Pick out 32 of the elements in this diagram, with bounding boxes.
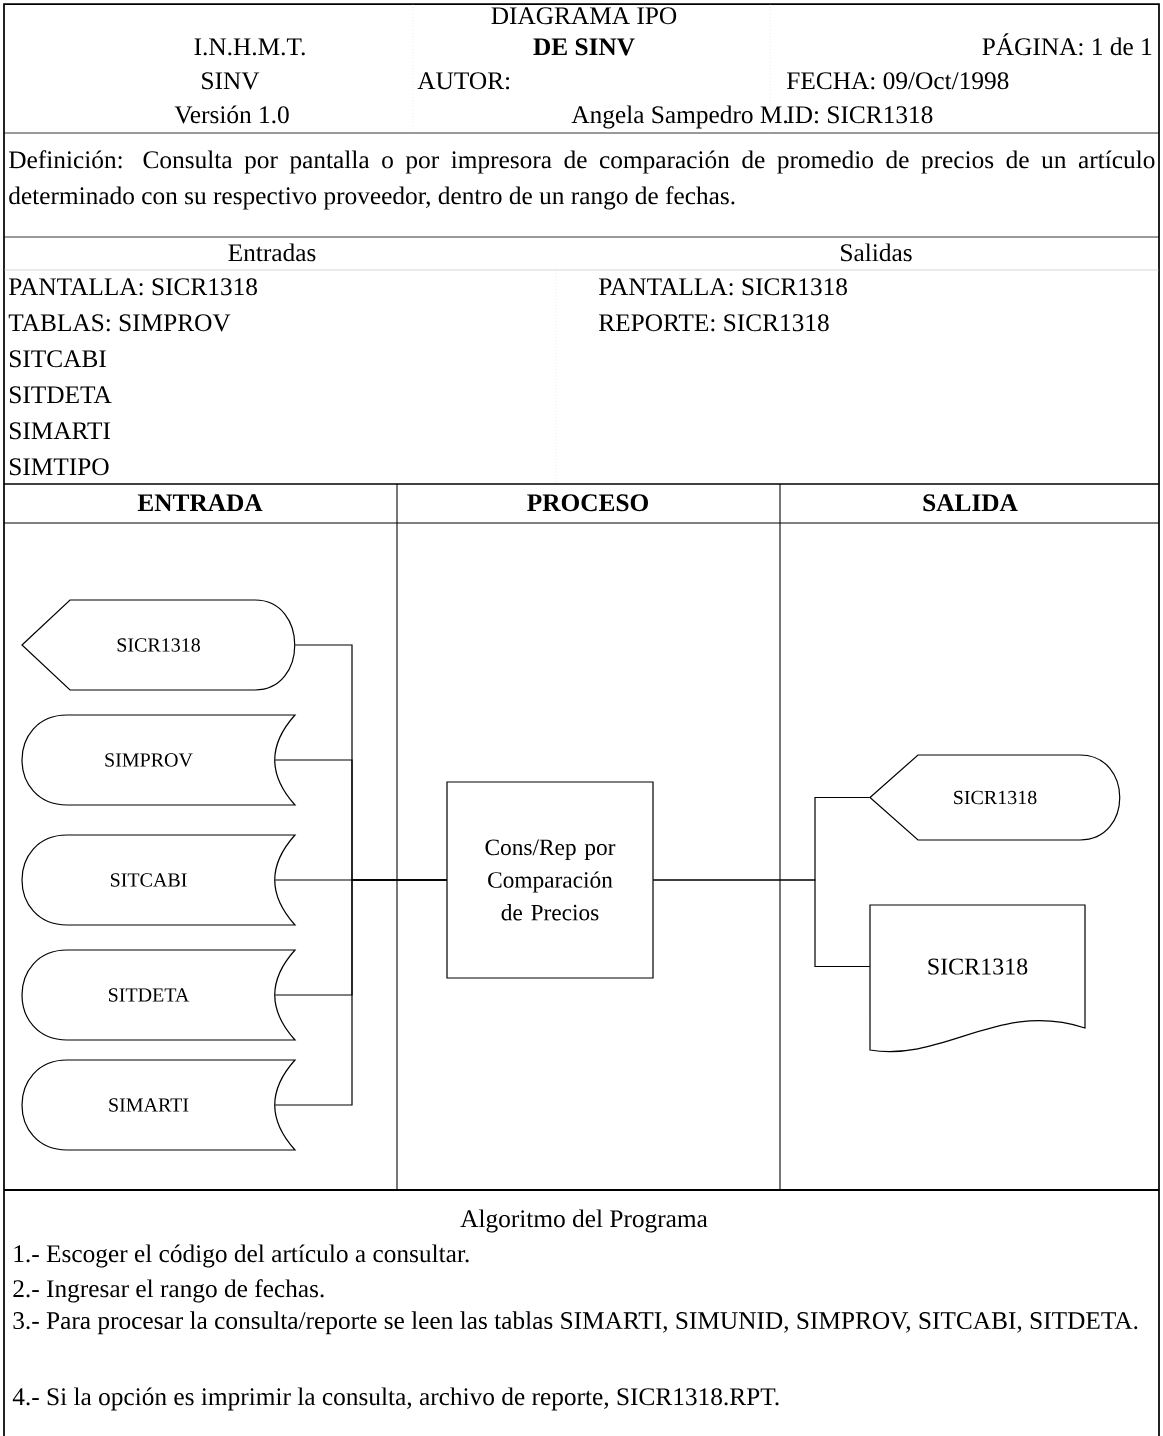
- page-number: PÁGINA: 1 de 1: [982, 33, 1152, 56]
- header-text: SINV: [202, 72, 260, 90]
- definition-text: Definición: Consulta por pantalla o por impresora de comparación de promedio de precios de un artículo determinado con su respectivo proveedor, dentro de un rango de fechas.: [9, 150, 1155, 210]
- column-heading: ENTRADA: [137, 494, 263, 512]
- list-item: SIMTIPO: [9, 458, 109, 476]
- algorithm-step: 3.- Para procesar la consulta/reporte se leen las tablas SIMARTI, SIMUNID, SIMPROV, SITCABI, SITDETA.: [13, 1311, 1138, 1335]
- id-text: ID: SICR1318: [787, 106, 933, 124]
- title: DIAGRAMA IPO: [491, 7, 677, 25]
- column-heading: SALIDA: [923, 494, 1018, 512]
- column-heading: Entradas: [228, 243, 316, 262]
- author-name: Angela Sampedro M.: [571, 105, 788, 129]
- column-heading: PROCESO: [527, 494, 648, 512]
- version-text: Versión 1.0: [174, 105, 289, 124]
- section-heading: Algoritmo del Programa: [460, 1209, 708, 1233]
- list-item: TABLAS: SIMPROV: [8, 314, 231, 332]
- process-box: Cons/Rep por Comparación de Precios: [446, 781, 654, 979]
- algorithm-step: 4.- Si la opción es imprimir la consulta, archivo de reporte, SICR1318.RPT.: [12, 1387, 779, 1411]
- header-text: DE SINV: [533, 38, 635, 56]
- header-text: AUTOR:: [417, 72, 510, 90]
- list-item: SITCABI: [9, 350, 106, 368]
- algorithm-step: 1.- Escoger el código del artículo a consultar.: [14, 1244, 469, 1268]
- connector-line: [652, 879, 871, 968]
- column-heading: Salidas: [841, 243, 912, 262]
- list-item: REPORTE: SICR1318: [599, 314, 829, 332]
- list-item: SIMARTI: [9, 422, 110, 440]
- list-item: PANTALLA: SICR1318: [599, 278, 847, 296]
- connector-line: [274, 879, 448, 1106]
- header-text: I.N.H.M.T.: [194, 38, 305, 56]
- algorithm-step: 2.- Ingresar el rango de fechas.: [13, 1279, 324, 1303]
- list-item: PANTALLA: SICR1318: [9, 278, 257, 296]
- list-item: SITDETA: [9, 386, 112, 404]
- date-text: FECHA: 09/Oct/1998: [787, 72, 1009, 90]
